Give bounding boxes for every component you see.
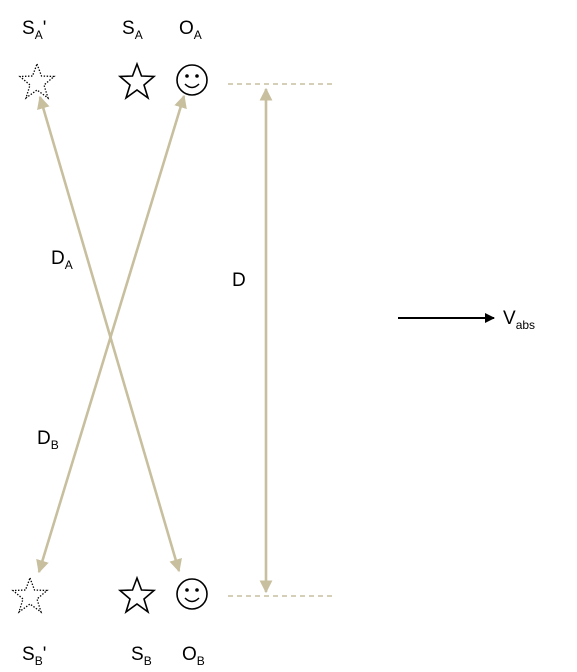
star-icon bbox=[117, 575, 157, 615]
label-sb: SB bbox=[131, 644, 152, 668]
dotted-star-icon bbox=[18, 62, 56, 100]
smiley-face-icon bbox=[176, 64, 208, 96]
label-vabs: Vabs bbox=[503, 308, 535, 332]
label-d: D bbox=[232, 270, 246, 291]
label-sa: SA bbox=[122, 18, 143, 42]
dotted-star-icon bbox=[11, 576, 49, 614]
label-oa: OA bbox=[179, 18, 202, 42]
star-icon bbox=[117, 61, 157, 101]
label-ob: OB bbox=[182, 644, 205, 668]
label-da: DA bbox=[51, 248, 73, 272]
label-sb-prime: SB' bbox=[22, 644, 46, 668]
label-sa-prime: SA' bbox=[22, 18, 46, 42]
label-db: DB bbox=[37, 428, 59, 452]
smiley-face-icon bbox=[176, 578, 208, 610]
path-db-arrow bbox=[36, 94, 187, 574]
